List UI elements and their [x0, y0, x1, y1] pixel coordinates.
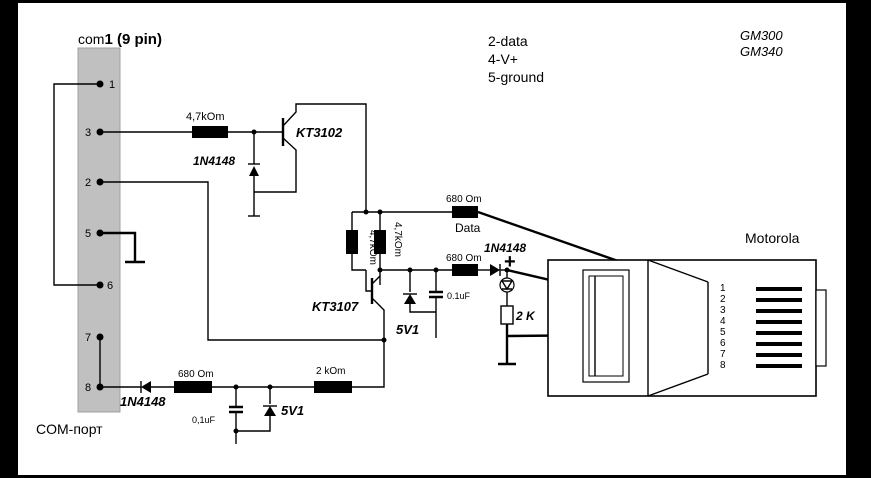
- pin-legend: 2-data 4-V+ 5-ground: [488, 33, 544, 85]
- resistor-vplus: [452, 264, 478, 276]
- connector-pin-5-label: 5: [720, 327, 726, 338]
- com-pin-3-label: 3: [85, 127, 91, 139]
- transistor-q1: [254, 103, 367, 210]
- resistor-led: [500, 305, 514, 325]
- com-title: com1 (9 pin): [78, 31, 162, 48]
- connector-pin-7-label: 7: [720, 349, 726, 360]
- diode-top-label: 1N4148: [193, 154, 235, 168]
- resistor-led-label: 2 K: [515, 309, 536, 323]
- connector-pin-2: [756, 298, 802, 302]
- resistor-r-in-label: 4,7kOm: [186, 111, 225, 123]
- connector-pin-4: [756, 320, 802, 324]
- connector-pin-1-label: 1: [720, 283, 726, 294]
- zener-right-label: 5V1: [396, 322, 419, 337]
- connector-pin-2-label: 2: [720, 294, 726, 305]
- wire-zener-right-bottom: [409, 304, 436, 313]
- wire-pin1-pin6: [53, 83, 100, 286]
- wire-rv1-bottom: [351, 254, 366, 271]
- plus-sign: +: [504, 251, 516, 273]
- resistor-bottom: [174, 381, 212, 393]
- diode-right-label: 1N4148: [484, 241, 526, 255]
- rj45-connector: [547, 259, 827, 397]
- com-pin-8-label: 8: [85, 382, 91, 394]
- resistor-data-label: 680 Om: [446, 194, 482, 205]
- com-pin-6-label: 6: [107, 280, 113, 292]
- com-pin-1-label: 1: [109, 79, 115, 91]
- connector-pin-5: [756, 331, 802, 335]
- resistor-r-in: [192, 126, 228, 138]
- resistor-bottom2: [314, 381, 352, 393]
- resistor-vplus-label: 680 Om: [446, 253, 482, 264]
- transistor-q2-label: KT3107: [312, 299, 359, 314]
- resistor-rv2-label: 4,7kOm: [392, 222, 403, 257]
- model-gm340: GM340: [740, 44, 783, 59]
- resistor-data: [452, 206, 478, 218]
- led-diode-glyph: [500, 280, 514, 291]
- resistor-rv2: [374, 230, 386, 254]
- diode-bottom-symbol: [141, 381, 151, 393]
- resistor-rv1-label: 4,7kOm: [367, 230, 378, 265]
- connector-pins: 1 2 3 4 5 6 7 8: [720, 283, 802, 371]
- wire-pin5-ground: [100, 231, 137, 262]
- com-pin-7-label: 7: [85, 332, 91, 344]
- connector-pin-4-label: 4: [720, 316, 726, 327]
- legend-vplus: 4-V+: [488, 51, 518, 67]
- connector-pin-8: [756, 364, 802, 368]
- wire-bottom-3: [352, 340, 385, 388]
- capacitor-bottom-label: 0,1uF: [192, 415, 216, 425]
- data-line-label: Data: [455, 221, 481, 235]
- connector-pin-8-label: 8: [720, 360, 726, 371]
- legend-ground: 5-ground: [488, 69, 544, 85]
- wire-pin2: [100, 181, 384, 341]
- connector-pin-1: [756, 287, 802, 291]
- capacitor-right-label: 0.1uF: [447, 291, 471, 301]
- zener-right-symbol: [404, 294, 416, 304]
- com-pin-5-label: 5: [85, 228, 91, 240]
- com-footer-label: COM-порт: [36, 421, 103, 437]
- zener-bottom-symbol: [264, 406, 276, 416]
- resistor-bottom2-label: 2 kOm: [316, 366, 345, 377]
- transistor-q2: [365, 270, 385, 340]
- model-gm300: GM300: [740, 28, 783, 43]
- diode-bottom-label: 1N4148: [120, 394, 166, 409]
- wire-zener-bottom-bottom: [236, 416, 271, 432]
- connector-title: Motorola: [745, 230, 800, 246]
- connector-pin-7: [756, 353, 802, 357]
- connector-pin-3: [756, 309, 802, 313]
- zener-bottom-label: 5V1: [281, 403, 304, 418]
- connector-pin-3-label: 3: [720, 305, 726, 316]
- junction-data-1: [363, 209, 369, 215]
- diode-right-symbol: [490, 264, 500, 276]
- resistor-rv1: [346, 230, 358, 254]
- transistor-q1-label: KT3102: [296, 125, 343, 140]
- resistor-bottom-label: 680 Om: [178, 369, 214, 380]
- connector-pin-6: [756, 342, 802, 346]
- junction-vplus-1: [377, 267, 383, 273]
- connector-pin-6-label: 6: [720, 338, 726, 349]
- legend-data: 2-data: [488, 33, 528, 49]
- com-pin-2-label: 2: [85, 177, 91, 189]
- diode-top-symbol: [249, 166, 259, 176]
